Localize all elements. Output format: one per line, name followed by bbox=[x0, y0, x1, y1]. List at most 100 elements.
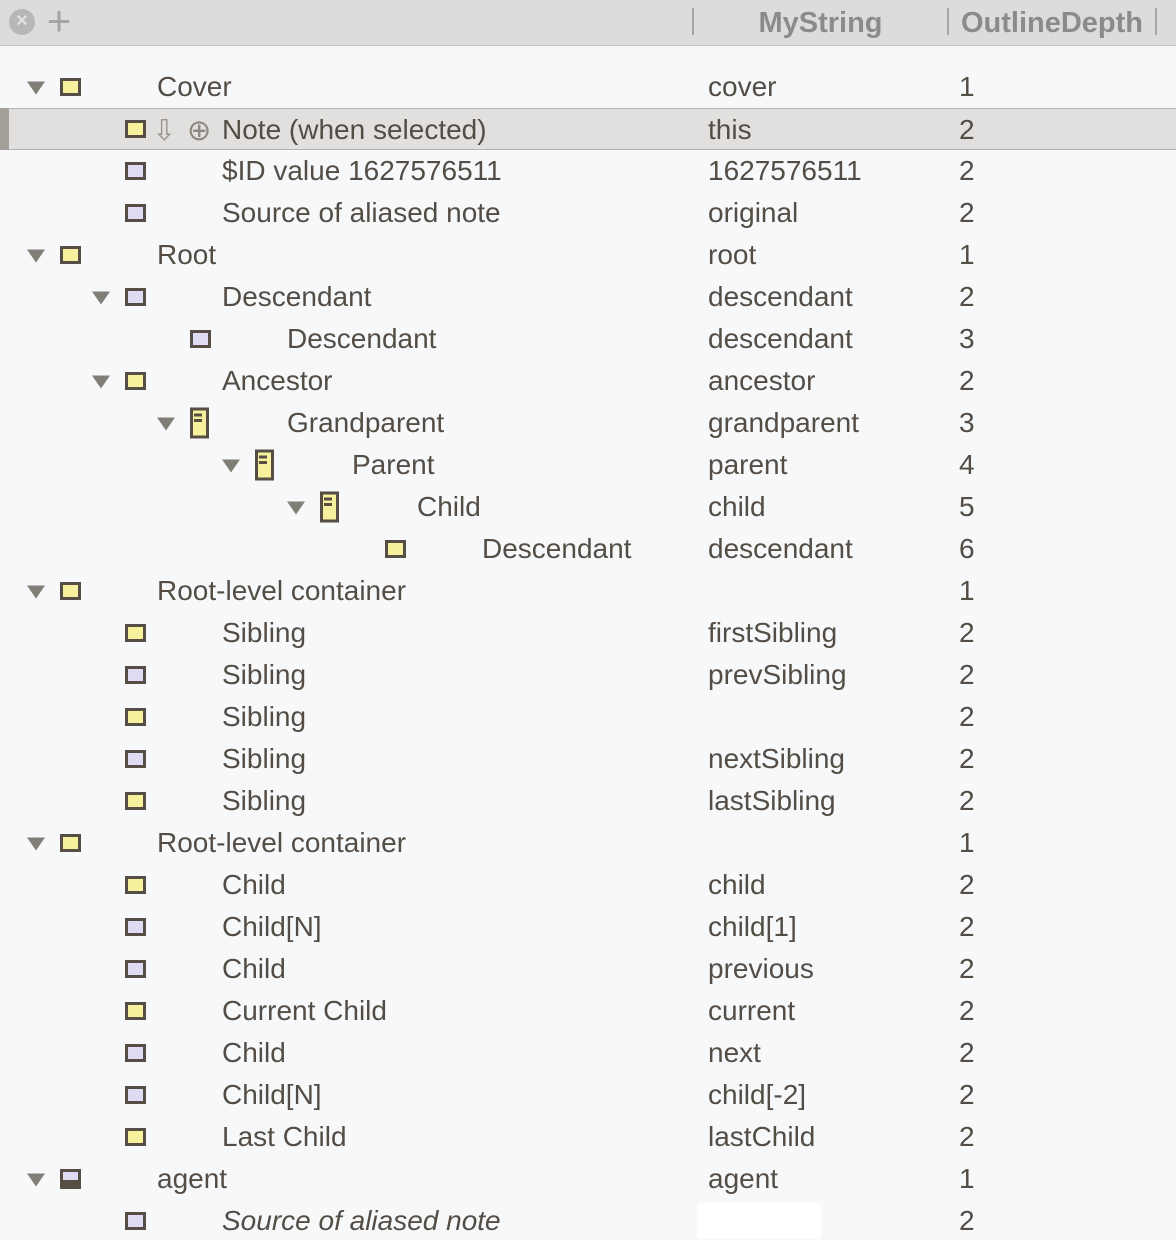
mystring-cell: descendant bbox=[708, 323, 853, 354]
outline-row[interactable]: Root-level container 1 bbox=[0, 570, 1176, 612]
outlinedepth-cell: 2 bbox=[959, 365, 975, 396]
note-icon bbox=[125, 120, 146, 138]
disclosure-triangle-icon[interactable] bbox=[92, 375, 110, 389]
outline-row[interactable]: Child[N] child[1] 2 bbox=[0, 906, 1176, 948]
note-title: Source of aliased note bbox=[222, 197, 501, 228]
column-divider bbox=[692, 8, 694, 35]
mystring-cell: prevSibling bbox=[708, 659, 847, 690]
outlinedepth-cell: 4 bbox=[959, 449, 975, 480]
outline-row[interactable]: agent agent 1 bbox=[0, 1158, 1176, 1200]
mystring-cell: child bbox=[708, 869, 766, 900]
outline-row[interactable]: Sibling prevSibling 2 bbox=[0, 654, 1176, 696]
outline-row[interactable]: Child next 2 bbox=[0, 1032, 1176, 1074]
note-title: Parent bbox=[352, 449, 435, 480]
outlinedepth-cell: 6 bbox=[959, 533, 975, 564]
note-icon bbox=[125, 708, 146, 726]
outline-row[interactable]: Child child 5 bbox=[0, 486, 1176, 528]
outline-row[interactable]: Ancestor ancestor 2 bbox=[0, 360, 1176, 402]
note-title: Current Child bbox=[222, 995, 387, 1026]
outlinedepth-cell: 3 bbox=[959, 323, 975, 354]
add-note-icon[interactable]: + bbox=[46, 0, 72, 44]
note-title: Source of aliased note bbox=[222, 1205, 501, 1236]
outline-row[interactable]: Sibling 2 bbox=[0, 696, 1176, 738]
outlinedepth-cell: 2 bbox=[959, 1205, 975, 1236]
mystring-cell: current bbox=[708, 995, 796, 1026]
column-header-mystring[interactable]: MyString bbox=[758, 7, 883, 39]
outlinedepth-cell: 2 bbox=[959, 1037, 975, 1068]
outline-row[interactable]: Child[N] child[-2] 2 bbox=[0, 1074, 1176, 1116]
column-header-outlinedepth[interactable]: OutlineDepth bbox=[960, 7, 1144, 39]
mystring-cell: grandparent bbox=[708, 407, 860, 438]
note-icon bbox=[125, 792, 146, 810]
note-icon bbox=[125, 372, 146, 390]
note-title: Sibling bbox=[222, 701, 307, 732]
outline-row[interactable]: Root-level container 1 bbox=[0, 822, 1176, 864]
mystring-cell: parent bbox=[708, 449, 788, 480]
note-title: Child[N] bbox=[222, 1079, 322, 1110]
outline-row[interactable]: Root root 1 bbox=[0, 234, 1176, 276]
mystring-cell: next bbox=[708, 1037, 761, 1068]
disclosure-triangle-icon[interactable] bbox=[27, 249, 45, 263]
note-icon bbox=[125, 1044, 146, 1062]
note-title: Sibling bbox=[222, 785, 307, 816]
mystring-edit-field[interactable] bbox=[697, 1203, 822, 1239]
disclosure-triangle-icon[interactable] bbox=[27, 585, 45, 599]
disclosure-triangle-icon[interactable] bbox=[27, 81, 45, 95]
outlinedepth-cell: 2 bbox=[959, 659, 975, 690]
outline-row[interactable]: Descendant descendant 2 bbox=[0, 276, 1176, 318]
note-icon bbox=[125, 918, 146, 936]
mystring-cell: previous bbox=[708, 953, 814, 984]
outline-row[interactable]: ⇩ ⊕ Note (when selected) this 2 bbox=[0, 108, 1176, 150]
mystring-cell: root bbox=[708, 239, 757, 270]
mystring-cell: this bbox=[708, 114, 752, 145]
note-icon bbox=[125, 1086, 146, 1104]
disclosure-triangle-icon[interactable] bbox=[222, 459, 240, 473]
outline-view: Cover cover 1 ⇩ ⊕ Note (when selected) t… bbox=[0, 46, 1176, 1240]
mystring-cell: original bbox=[708, 197, 799, 228]
disclosure-triangle-icon[interactable] bbox=[27, 837, 45, 851]
note-title: Cover bbox=[157, 71, 232, 102]
outlinedepth-cell: 2 bbox=[959, 1079, 975, 1110]
outlinedepth-cell: 1 bbox=[959, 575, 975, 606]
outline-row[interactable]: Grandparent grandparent 3 bbox=[0, 402, 1176, 444]
outline-row[interactable]: Source of aliased note 2 bbox=[0, 1200, 1176, 1240]
note-title: Grandparent bbox=[287, 407, 445, 438]
outline-row[interactable]: Descendant descendant 3 bbox=[0, 318, 1176, 360]
outline-row[interactable]: Current Child current 2 bbox=[0, 990, 1176, 1032]
outline-row[interactable]: Last Child lastChild 2 bbox=[0, 1116, 1176, 1158]
disclosure-triangle-icon[interactable] bbox=[157, 417, 175, 431]
mystring-cell: agent bbox=[708, 1163, 779, 1194]
note-icon bbox=[125, 1128, 146, 1146]
disclosure-triangle-icon[interactable] bbox=[27, 1173, 45, 1187]
outline-row[interactable]: Descendant descendant 6 bbox=[0, 528, 1176, 570]
outlinedepth-cell: 5 bbox=[959, 491, 975, 522]
note-icon bbox=[60, 78, 81, 96]
note-title: Child bbox=[222, 869, 286, 900]
note-title: Sibling bbox=[222, 617, 307, 648]
mystring-cell: 1627576511 bbox=[708, 155, 862, 186]
outlinedepth-cell: 2 bbox=[959, 701, 975, 732]
outline-row[interactable]: Child previous 2 bbox=[0, 948, 1176, 990]
outline-row[interactable]: Sibling nextSibling 2 bbox=[0, 738, 1176, 780]
outline-row[interactable]: Source of aliased note original 2 bbox=[0, 192, 1176, 234]
outlinedepth-cell: 2 bbox=[959, 911, 975, 942]
outline-row[interactable]: Parent parent 4 bbox=[0, 444, 1176, 486]
note-title: Root bbox=[157, 239, 217, 270]
note-icon bbox=[125, 666, 146, 684]
outline-row[interactable]: Sibling firstSibling 2 bbox=[0, 612, 1176, 654]
create-link-icon[interactable]: ⊕ bbox=[187, 113, 212, 147]
note-title: Last Child bbox=[222, 1121, 347, 1152]
note-title: Note (when selected) bbox=[222, 114, 487, 145]
note-title: Descendant bbox=[222, 281, 372, 312]
outline-row[interactable]: Child child 2 bbox=[0, 864, 1176, 906]
disclosure-triangle-icon[interactable] bbox=[92, 291, 110, 305]
outlinedepth-cell: 2 bbox=[959, 155, 975, 186]
outline-row[interactable]: Sibling lastSibling 2 bbox=[0, 780, 1176, 822]
dismiss-circle-icon[interactable]: ✕ bbox=[9, 9, 35, 35]
disclosure-triangle-icon[interactable] bbox=[287, 501, 305, 515]
note-title: Root-level container bbox=[157, 827, 407, 858]
outline-row[interactable]: Cover cover 1 bbox=[0, 66, 1176, 108]
outline-row[interactable]: $ID value 1627576511 1627576511 2 bbox=[0, 150, 1176, 192]
mystring-cell: descendant bbox=[708, 533, 853, 564]
note-icon bbox=[125, 1212, 146, 1230]
